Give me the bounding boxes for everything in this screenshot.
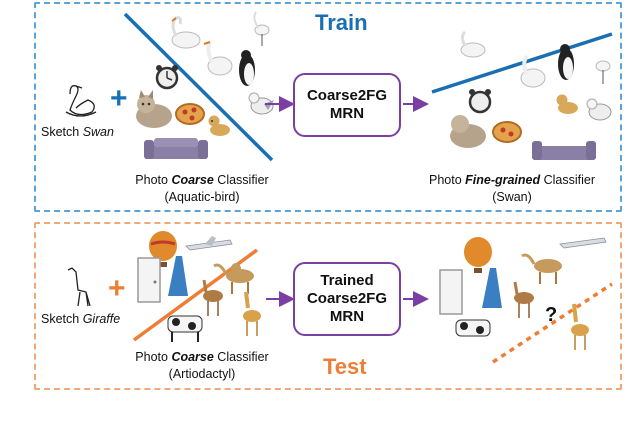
door-icon xyxy=(439,269,463,315)
cow-icon xyxy=(455,319,491,337)
alarm-clock-icon xyxy=(468,89,492,114)
pizza-icon xyxy=(175,103,205,125)
egret-icon xyxy=(595,60,611,84)
train-box-line1: Coarse2FG xyxy=(306,87,388,104)
airplane-icon xyxy=(559,237,607,249)
deer-icon xyxy=(513,281,534,318)
train-sketch-caption: Sketch Swan xyxy=(41,125,114,139)
giraffe-icon xyxy=(243,291,261,336)
penguin-icon xyxy=(558,44,574,80)
egret-icon xyxy=(253,11,270,46)
giraffe-icon xyxy=(571,303,589,350)
sofa-icon xyxy=(532,141,596,160)
train-panel xyxy=(34,2,622,212)
test-model-box: Trained Coarse2FG MRN xyxy=(293,262,401,336)
train-model-box: Coarse2FG MRN xyxy=(293,73,401,137)
test-plus-icon: + xyxy=(108,272,126,305)
train-plus-icon: + xyxy=(110,82,128,115)
test-panel xyxy=(34,222,622,390)
train-box-line2: MRN xyxy=(329,105,365,122)
giraffe-sketch-icon xyxy=(67,267,91,307)
seagull-icon xyxy=(586,98,612,121)
train-fine-caption: Photo Fine-grained Classifier (Swan) xyxy=(428,173,596,204)
hot-air-balloon-icon xyxy=(464,237,492,273)
cat-icon xyxy=(136,90,172,128)
penguin-icon xyxy=(239,50,255,86)
deer-icon xyxy=(202,279,223,316)
camel-icon xyxy=(213,263,254,294)
dog-icon xyxy=(208,115,230,136)
goose-icon xyxy=(203,41,233,76)
sofa-icon xyxy=(144,138,208,159)
swan-icon xyxy=(171,16,201,49)
swan-icon xyxy=(460,30,486,58)
duck-icon xyxy=(520,54,546,88)
test-box-line1: Trained xyxy=(320,272,374,289)
cow-icon xyxy=(167,315,203,342)
airplane-icon xyxy=(185,236,233,251)
door-icon xyxy=(137,257,161,303)
dog-icon xyxy=(556,94,578,114)
pizza-icon xyxy=(492,121,522,143)
alarm-clock-icon xyxy=(155,65,179,90)
seagull-icon xyxy=(248,92,274,115)
hot-air-balloon-icon xyxy=(149,231,177,267)
train-coarse-classifier-line xyxy=(123,12,274,162)
train-coarse-caption: Photo Coarse Classifier (Aquatic-bird) xyxy=(135,173,269,204)
dress-icon xyxy=(168,256,188,296)
test-box-line2: Coarse2FG xyxy=(306,290,388,307)
unknown-class-question-mark: ? xyxy=(545,304,558,326)
test-box-line3: MRN xyxy=(329,308,365,325)
test-coarse-caption: Photo Coarse Classifier (Artiodactyl) xyxy=(135,350,269,381)
test-title: Test xyxy=(323,354,367,379)
swan-sketch-icon xyxy=(65,85,97,117)
train-fine-classifier-line xyxy=(431,32,613,94)
test-sketch-caption: Sketch Giraffe xyxy=(41,312,121,326)
cat-icon xyxy=(450,115,486,148)
test-fine-classifier-line xyxy=(492,282,613,364)
train-title: Train xyxy=(315,10,368,35)
camel-icon xyxy=(521,253,562,284)
dress-icon xyxy=(482,268,502,308)
